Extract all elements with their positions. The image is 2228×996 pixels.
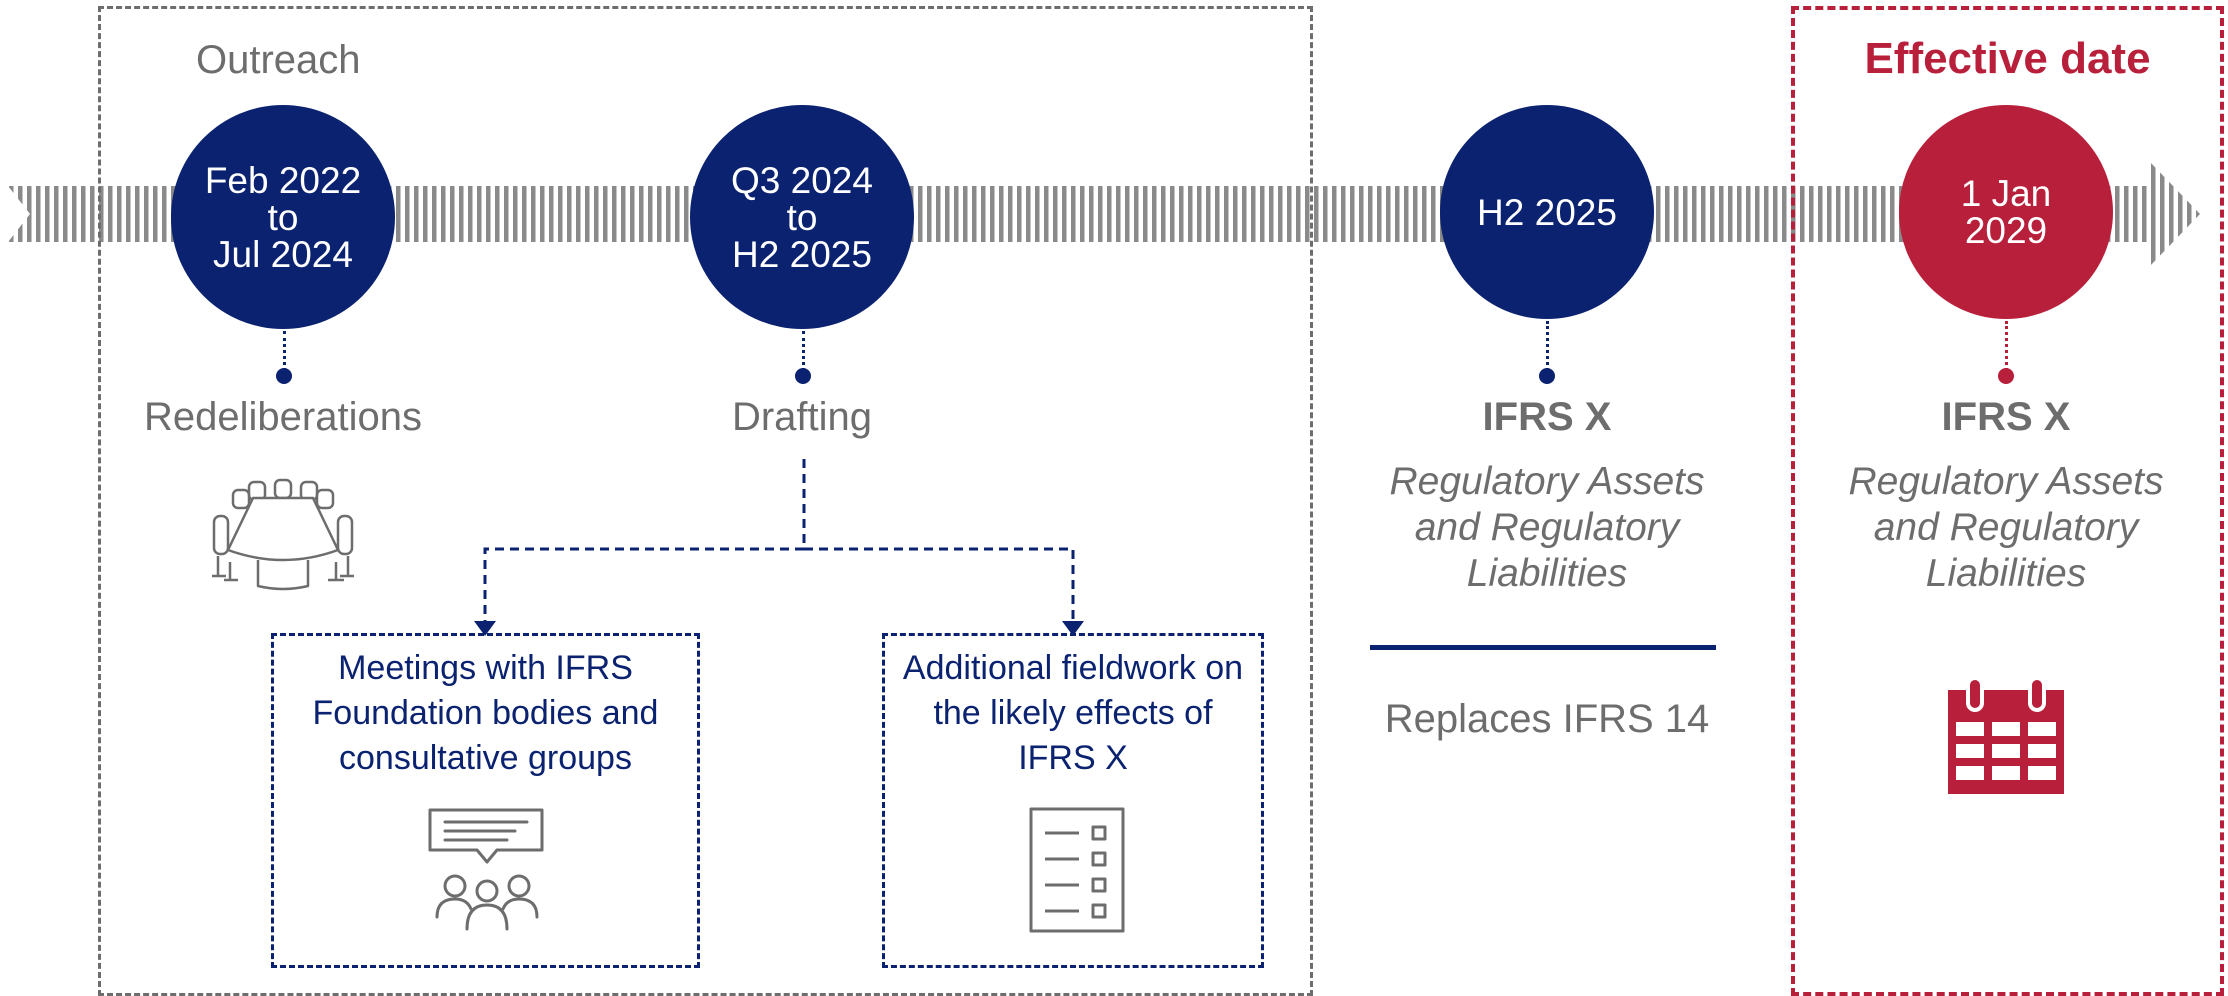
milestone-subtitle-3: Regulatory Assets and Regulatory Liabili… [1389, 460, 1705, 595]
milestone-stem-1 [283, 331, 286, 377]
milestone-stem-4 [2005, 321, 2008, 377]
meetings-box-text: Meetings with IFRS Foundation bodies and… [312, 649, 659, 777]
fieldwork-box [882, 633, 1264, 968]
meetings-box [271, 633, 700, 968]
meeting-discussion-icon [428, 808, 544, 931]
timeline-arrow [8, 162, 2200, 266]
milestone-dot-4 [1998, 368, 2014, 384]
milestone-note-3: Replaces IFRS 14 [1384, 697, 1710, 741]
milestone-date-4: 1 Jan 2029 [1899, 105, 2113, 319]
conference-table-icon [212, 478, 354, 591]
milestone-date-3: H2 2025 [1440, 105, 1654, 319]
milestone-date-2: Q3 2024 to H2 2025 [690, 105, 914, 329]
checklist-icon [1029, 807, 1125, 933]
effective-date-group [1791, 6, 2224, 996]
milestone-dot-1 [276, 368, 292, 384]
drafting-connector [474, 459, 1084, 636]
milestone-label-1: Redeliberations [144, 395, 422, 439]
milestone-label-2: Drafting [731, 395, 873, 439]
milestone-subtitle-4: Regulatory Assets and Regulatory Liabili… [1848, 460, 2164, 595]
effective-date-label: Effective date [1864, 34, 2151, 83]
milestone-stem-2 [802, 331, 805, 377]
milestone-dot-2 [795, 368, 811, 384]
milestone-date-1: Feb 2022 to Jul 2024 [171, 105, 395, 329]
milestone-title-3: IFRS X [1482, 395, 1612, 439]
milestone-title-4: IFRS X [1941, 395, 2071, 439]
milestone-divider-3 [1370, 645, 1716, 650]
milestone-stem-3 [1546, 321, 1549, 377]
fieldwork-box-text: Additional fieldwork on the likely effec… [902, 649, 1244, 777]
milestone-dot-3 [1539, 368, 1555, 384]
outreach-group [98, 6, 1313, 996]
outreach-label: Outreach [196, 38, 361, 82]
calendar-icon [1948, 678, 2064, 794]
